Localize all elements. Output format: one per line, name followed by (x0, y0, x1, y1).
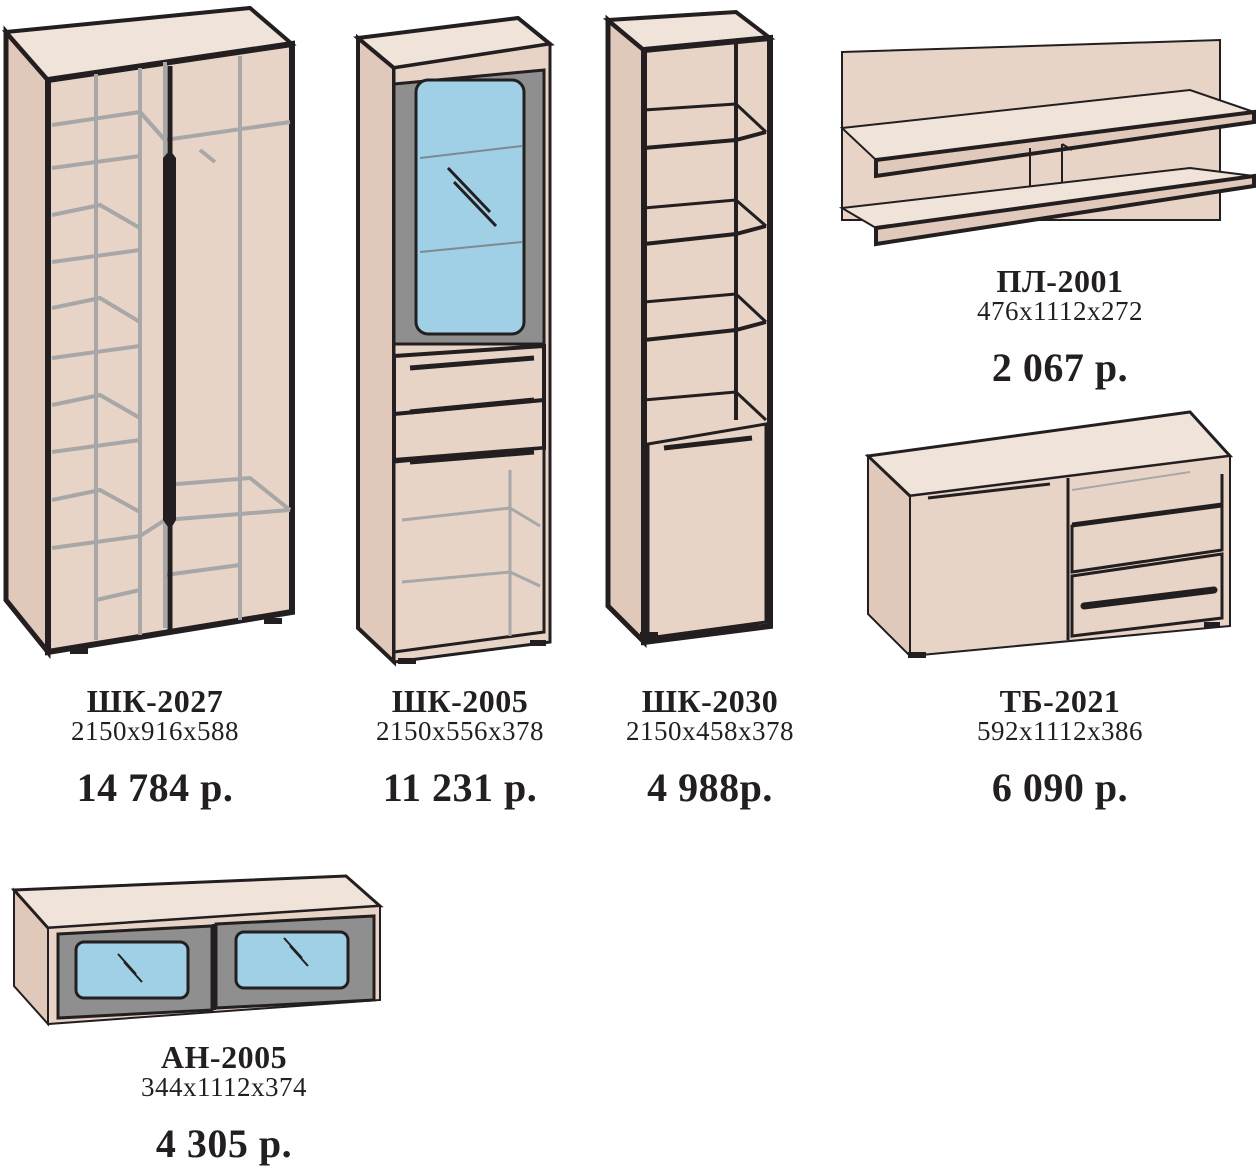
product-price: 6 090 р. (991, 765, 1129, 810)
product-name: ШК-2005 (391, 683, 529, 719)
product-dimensions: 2150x556x378 (376, 716, 544, 746)
caption-shk2027: ШК-2027 2150x916x588 14 784 р. (0, 684, 310, 810)
product-pl2001[interactable]: ПЛ-2001 476x1112x272 2 067 р. (830, 0, 1256, 400)
product-price: 2 067 р. (991, 345, 1129, 390)
cabinet-shk2005-image (353, 15, 555, 667)
cabinet-shk2030-image (602, 9, 776, 649)
product-dimensions: 476x1112x272 (977, 296, 1143, 326)
product-dimensions: 344x1112x374 (141, 1072, 307, 1102)
product-shk2030[interactable]: ШК-2030 2150x458x378 4 988р. (600, 0, 794, 810)
product-an2005[interactable]: АН-2005 344x1112x374 4 305 р. (0, 860, 390, 1176)
cabinet-an2005-image (10, 874, 384, 1027)
tv-stand-tb2021-image (864, 410, 1234, 659)
caption-tb2021: ТБ-2021 592x1112x386 6 090 р. (900, 684, 1220, 810)
wardrobe-shk2027-image (1, 5, 297, 660)
product-name: ПЛ-2001 (996, 263, 1124, 299)
product-shk2027[interactable]: ШК-2027 2150x916x588 14 784 р. (0, 0, 300, 810)
product-shk2005[interactable]: ШК-2005 2150x556x378 11 231 р. (350, 0, 560, 810)
product-price: 4 305 р. (155, 1121, 293, 1166)
product-name: ШК-2027 (86, 683, 224, 719)
caption-pl2001: ПЛ-2001 476x1112x272 2 067 р. (900, 264, 1220, 390)
product-tb2021[interactable]: ТБ-2021 592x1112x386 6 090 р. (860, 400, 1240, 810)
product-price: 4 988р. (647, 765, 773, 810)
product-price: 14 784 р. (76, 765, 234, 810)
product-price: 11 231 р. (382, 765, 538, 810)
product-name: ТБ-2021 (999, 683, 1121, 719)
product-name: АН-2005 (160, 1039, 288, 1075)
product-dimensions: 592x1112x386 (977, 716, 1143, 746)
product-dimensions: 2150x916x588 (71, 716, 239, 746)
caption-an2005: АН-2005 344x1112x374 4 305 р. (54, 1040, 394, 1166)
wall-shelf-pl2001-image (838, 38, 1256, 247)
product-dimensions: 2150x458x378 (626, 716, 794, 746)
caption-shk2030: ШК-2030 2150x458x378 4 988р. (560, 684, 860, 810)
product-name: ШК-2030 (641, 683, 779, 719)
caption-shk2005: ШК-2005 2150x556x378 11 231 р. (310, 684, 610, 810)
